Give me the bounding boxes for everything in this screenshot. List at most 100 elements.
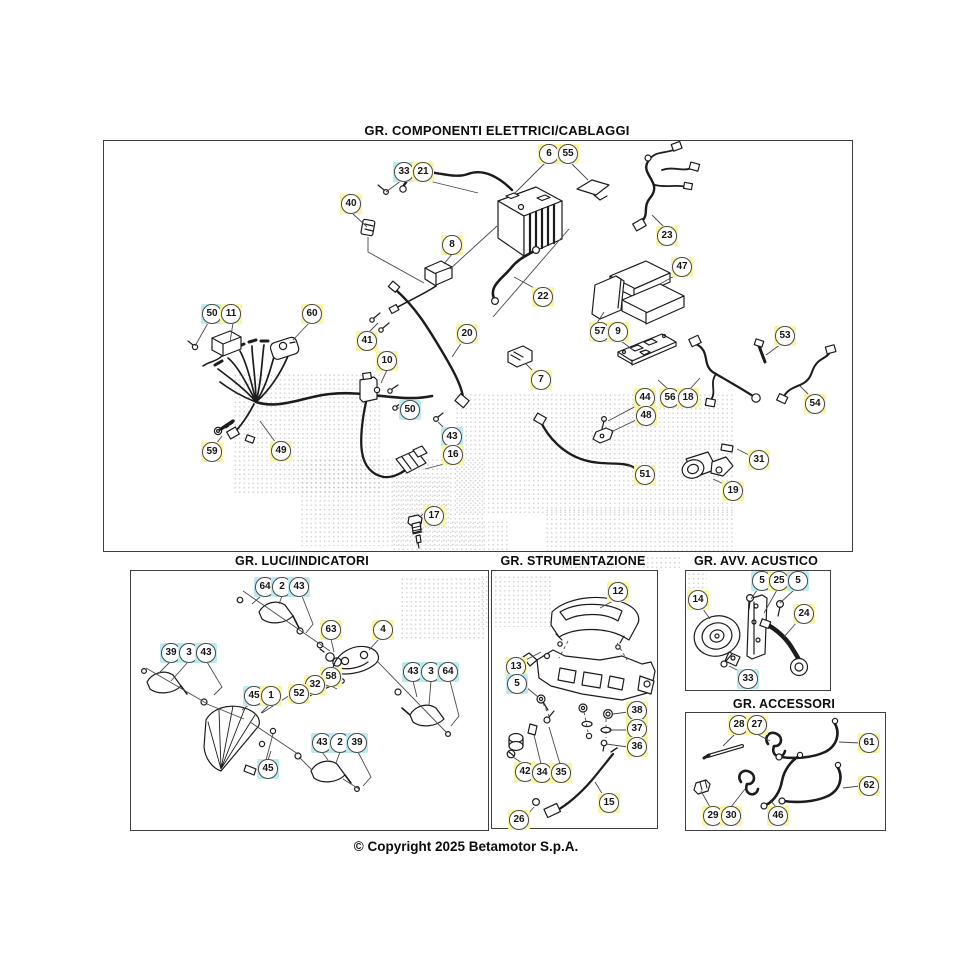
callout-electrical-50[interactable]: 50: [399, 400, 421, 420]
callout-number: 14: [688, 590, 708, 610]
section-box-horn: [685, 570, 831, 691]
callout-lights-39[interactable]: 39: [160, 643, 182, 663]
callout-number: 12: [608, 582, 628, 602]
callout-electrical-57[interactable]: 57: [589, 322, 611, 342]
callout-electrical-17[interactable]: 17: [423, 506, 445, 526]
callout-number: 33: [394, 162, 414, 182]
callout-number: 39: [347, 733, 367, 753]
callout-electrical-19[interactable]: 19: [722, 481, 744, 501]
callout-number: 59: [202, 442, 222, 462]
callout-electrical-21[interactable]: 21: [412, 162, 434, 182]
callout-number: 9: [608, 322, 628, 342]
callout-lights-43[interactable]: 43: [288, 577, 310, 597]
section-title-lights: GR. LUCI/INDICATORI: [235, 554, 369, 568]
callout-number: 34: [532, 763, 552, 783]
callout-accessories-61[interactable]: 61: [858, 733, 880, 753]
callout-electrical-56[interactable]: 56: [659, 388, 681, 408]
callout-lights-45[interactable]: 45: [257, 759, 279, 779]
callout-electrical-22[interactable]: 22: [532, 287, 554, 307]
callout-electrical-60[interactable]: 60: [301, 304, 323, 324]
callout-number: 33: [738, 669, 758, 689]
callout-electrical-31[interactable]: 31: [748, 450, 770, 470]
callout-lights-43[interactable]: 43: [195, 643, 217, 663]
callout-number: 5: [788, 571, 808, 591]
callout-number: 11: [221, 304, 241, 324]
callout-electrical-16[interactable]: 16: [442, 445, 464, 465]
callout-electrical-44[interactable]: 44: [634, 388, 656, 408]
callout-number: 27: [747, 715, 767, 735]
callout-instruments-15[interactable]: 15: [598, 793, 620, 813]
callout-number: 10: [377, 351, 397, 371]
callout-number: 37: [627, 719, 647, 739]
callout-accessories-62[interactable]: 62: [858, 776, 880, 796]
callout-accessories-27[interactable]: 27: [746, 715, 768, 735]
callout-electrical-7[interactable]: 7: [530, 370, 552, 390]
callout-accessories-29[interactable]: 29: [702, 806, 724, 826]
callout-number: 43: [442, 427, 462, 447]
callout-electrical-9[interactable]: 9: [607, 322, 629, 342]
callout-accessories-28[interactable]: 28: [728, 715, 750, 735]
callout-instruments-37[interactable]: 37: [626, 719, 648, 739]
callout-lights-2[interactable]: 2: [329, 733, 351, 753]
callout-lights-64[interactable]: 64: [437, 662, 459, 682]
callout-accessories-30[interactable]: 30: [720, 806, 742, 826]
callout-electrical-53[interactable]: 53: [774, 326, 796, 346]
callout-lights-4[interactable]: 4: [372, 620, 394, 640]
callout-lights-64[interactable]: 64: [254, 577, 276, 597]
callout-instruments-13[interactable]: 13: [505, 657, 527, 677]
callout-instruments-12[interactable]: 12: [607, 582, 629, 602]
callout-number: 6: [539, 144, 559, 164]
callout-number: 18: [678, 388, 698, 408]
callout-lights-39[interactable]: 39: [346, 733, 368, 753]
callout-horn-14[interactable]: 14: [687, 590, 709, 610]
callout-number: 3: [179, 643, 199, 663]
callout-number: 30: [721, 806, 741, 826]
callout-lights-43[interactable]: 43: [402, 662, 424, 682]
callout-electrical-10[interactable]: 10: [376, 351, 398, 371]
callout-electrical-51[interactable]: 51: [634, 465, 656, 485]
callout-electrical-47[interactable]: 47: [671, 257, 693, 277]
callout-electrical-49[interactable]: 49: [270, 441, 292, 461]
callout-electrical-41[interactable]: 41: [356, 331, 378, 351]
callout-instruments-26[interactable]: 26: [508, 810, 530, 830]
callout-electrical-54[interactable]: 54: [804, 394, 826, 414]
callout-lights-52[interactable]: 52: [288, 684, 310, 704]
callout-lights-45[interactable]: 45: [243, 686, 265, 706]
callout-electrical-20[interactable]: 20: [456, 324, 478, 344]
callout-instruments-5[interactable]: 5: [506, 674, 528, 694]
callout-instruments-35[interactable]: 35: [550, 763, 572, 783]
callout-electrical-33[interactable]: 33: [393, 162, 415, 182]
callout-number: 63: [321, 620, 341, 640]
callout-number: 47: [672, 257, 692, 277]
callout-number: 44: [635, 388, 655, 408]
callout-instruments-36[interactable]: 36: [626, 737, 648, 757]
section-box-accessories: [685, 712, 886, 831]
callout-electrical-40[interactable]: 40: [340, 194, 362, 214]
callout-electrical-23[interactable]: 23: [656, 226, 678, 246]
callout-number: 46: [768, 806, 788, 826]
callout-instruments-42[interactable]: 42: [514, 762, 536, 782]
callout-electrical-18[interactable]: 18: [677, 388, 699, 408]
callout-lights-63[interactable]: 63: [320, 620, 342, 640]
callout-electrical-59[interactable]: 59: [201, 442, 223, 462]
callout-number: 36: [627, 737, 647, 757]
callout-number: 16: [443, 445, 463, 465]
callout-lights-3[interactable]: 3: [178, 643, 200, 663]
callout-electrical-8[interactable]: 8: [441, 235, 463, 255]
callout-instruments-34[interactable]: 34: [531, 763, 553, 783]
callout-horn-5[interactable]: 5: [787, 571, 809, 591]
callout-instruments-38[interactable]: 38: [626, 701, 648, 721]
callout-number: 38: [627, 701, 647, 721]
callout-electrical-50[interactable]: 50: [201, 304, 223, 324]
callout-number: 62: [859, 776, 879, 796]
callout-electrical-55[interactable]: 55: [557, 144, 579, 164]
callout-accessories-46[interactable]: 46: [767, 806, 789, 826]
callout-electrical-11[interactable]: 11: [220, 304, 242, 324]
callout-electrical-43[interactable]: 43: [441, 427, 463, 447]
callout-horn-24[interactable]: 24: [793, 604, 815, 624]
callout-electrical-48[interactable]: 48: [635, 406, 657, 426]
callout-lights-1[interactable]: 1: [260, 686, 282, 706]
callout-horn-5[interactable]: 5: [751, 571, 773, 591]
callout-horn-33[interactable]: 33: [737, 669, 759, 689]
callout-lights-3[interactable]: 3: [420, 662, 442, 682]
